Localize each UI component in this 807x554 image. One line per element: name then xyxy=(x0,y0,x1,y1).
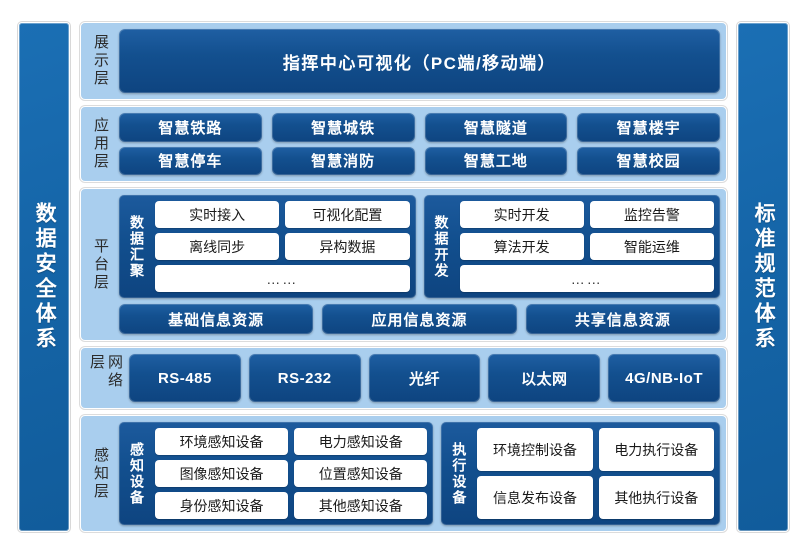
group-title-sensing-devices-text: 感知设备 xyxy=(129,441,146,506)
perception-groups: 感知设备 环境感知设备 电力感知设备 图像感知设备 位置感知设备 xyxy=(119,422,720,525)
network-item-rs485[interactable]: RS-485 xyxy=(129,354,241,402)
right-pillar-label: 标准规范体系 xyxy=(752,202,776,352)
layer-body-application: 智慧铁路 智慧城铁 智慧隧道 智慧楼宇 智慧停车 智慧消防 智慧工地 智慧校园 xyxy=(119,113,720,175)
layer-label-platform: 平台层 xyxy=(87,195,113,334)
item-aggregation-more[interactable]: …… xyxy=(155,265,410,292)
item-position-sensing-device[interactable]: 位置感知设备 xyxy=(294,460,428,487)
layer-body-network: RS-485 RS-232 光纤 以太网 4G/NB-IoT xyxy=(129,354,720,402)
item-power-sensing-device[interactable]: 电力感知设备 xyxy=(294,428,428,455)
group-title-actuating-devices-text: 执行设备 xyxy=(451,441,468,506)
group-title-data-development: 数据开发 xyxy=(430,201,454,292)
item-heterogeneous-data[interactable]: 异构数据 xyxy=(285,233,410,260)
group-title-data-development-text: 数据开发 xyxy=(433,214,450,279)
network-items-row: RS-485 RS-232 光纤 以太网 4G/NB-IoT xyxy=(129,354,720,402)
layer-label-presentation-text: 展示层 xyxy=(92,34,109,88)
group-items-sensing-devices: 环境感知设备 电力感知设备 图像感知设备 位置感知设备 身份感知设备 其他感知设… xyxy=(155,428,428,519)
left-pillar-label: 数据安全体系 xyxy=(33,202,57,352)
network-item-4g-nbiot[interactable]: 4G/NB-IoT xyxy=(608,354,720,402)
layer-label-perception-text: 感知层 xyxy=(92,446,109,501)
item-image-sensing-device[interactable]: 图像感知设备 xyxy=(155,460,289,487)
item-development-more[interactable]: …… xyxy=(459,265,714,292)
group-title-sensing-devices: 感知设备 xyxy=(125,428,149,519)
platform-groups: 数据汇聚 实时接入 可视化配置 离线同步 异构数据 xyxy=(119,195,720,298)
app-item-smart-urban-rail[interactable]: 智慧城铁 xyxy=(271,113,415,142)
item-other-sensing-device[interactable]: 其他感知设备 xyxy=(294,492,428,519)
item-intelligent-operations[interactable]: 智能运维 xyxy=(589,233,714,260)
app-item-smart-firefighting[interactable]: 智慧消防 xyxy=(271,146,415,175)
layer-perception: 感知层 感知设备 环境感知设备 电力感知设备 xyxy=(79,414,728,533)
group-items-actuating-devices: 环境控制设备 电力执行设备 信息发布设备 其他执行设备 xyxy=(477,428,714,519)
left-pillar-data-security: 数据安全体系 xyxy=(17,21,71,533)
item-row: …… xyxy=(155,265,410,292)
network-item-rs232[interactable]: RS-232 xyxy=(248,354,361,402)
layer-label-application-text: 应用层 xyxy=(92,117,109,171)
item-row: 信息发布设备 其他执行设备 xyxy=(477,476,714,519)
item-row: …… xyxy=(459,265,714,292)
group-data-aggregation: 数据汇聚 实时接入 可视化配置 离线同步 异构数据 xyxy=(119,195,416,298)
group-items-data-development: 实时开发 监控告警 算法开发 智能运维 …… xyxy=(459,201,714,292)
group-sensing-devices: 感知设备 环境感知设备 电力感知设备 图像感知设备 位置感知设备 xyxy=(119,422,434,525)
layer-body-presentation: 指挥中心可视化（PC端/移动端） xyxy=(119,29,720,93)
app-item-smart-building[interactable]: 智慧楼宇 xyxy=(577,113,720,142)
group-actuating-devices: 执行设备 环境控制设备 电力执行设备 信息发布设备 其他执行设备 xyxy=(441,422,720,525)
layer-label-platform-text: 平台层 xyxy=(92,237,109,292)
item-monitoring-alerting[interactable]: 监控告警 xyxy=(589,201,714,228)
resource-application-information[interactable]: 应用信息资源 xyxy=(322,304,517,334)
item-other-actuating-device[interactable]: 其他执行设备 xyxy=(598,476,714,519)
item-environment-sensing-device[interactable]: 环境感知设备 xyxy=(155,428,289,455)
item-realtime-development[interactable]: 实时开发 xyxy=(459,201,584,228)
network-item-ethernet[interactable]: 以太网 xyxy=(488,354,601,402)
item-row: 实时接入 可视化配置 xyxy=(155,201,410,228)
item-realtime-ingest[interactable]: 实时接入 xyxy=(155,201,280,228)
item-row: 环境感知设备 电力感知设备 xyxy=(155,428,428,455)
resource-basic-information[interactable]: 基础信息资源 xyxy=(119,304,314,334)
item-row: 离线同步 异构数据 xyxy=(155,233,410,260)
item-row: 环境控制设备 电力执行设备 xyxy=(477,428,714,471)
item-offline-sync[interactable]: 离线同步 xyxy=(155,233,280,260)
layer-platform: 平台层 数据汇聚 实时接入 可视化配置 xyxy=(79,187,728,342)
item-identity-sensing-device[interactable]: 身份感知设备 xyxy=(155,492,289,519)
group-data-development: 数据开发 实时开发 监控告警 算法开发 智能运维 xyxy=(423,195,720,298)
resource-shared-information[interactable]: 共享信息资源 xyxy=(525,304,720,334)
app-item-smart-construction[interactable]: 智慧工地 xyxy=(424,146,568,175)
network-item-fiber[interactable]: 光纤 xyxy=(368,354,481,402)
layer-label-application: 应用层 xyxy=(87,113,113,175)
right-pillar-standards-system: 标准规范体系 xyxy=(736,21,790,533)
group-title-data-aggregation-text: 数据汇聚 xyxy=(129,214,146,279)
item-row: 实时开发 监控告警 xyxy=(459,201,714,228)
application-items-grid: 智慧铁路 智慧城铁 智慧隧道 智慧楼宇 智慧停车 智慧消防 智慧工地 智慧校园 xyxy=(119,113,720,175)
layer-body-perception: 感知设备 环境感知设备 电力感知设备 图像感知设备 位置感知设备 xyxy=(119,422,720,525)
app-item-smart-campus[interactable]: 智慧校园 xyxy=(577,146,720,175)
item-row: 身份感知设备 其他感知设备 xyxy=(155,492,428,519)
group-title-actuating-devices: 执行设备 xyxy=(447,428,471,519)
command-center-visualization-banner[interactable]: 指挥中心可视化（PC端/移动端） xyxy=(119,29,720,93)
layer-label-presentation: 展示层 xyxy=(87,29,113,93)
app-item-smart-parking[interactable]: 智慧停车 xyxy=(119,146,262,175)
item-environment-control-device[interactable]: 环境控制设备 xyxy=(477,428,593,471)
item-information-release-device[interactable]: 信息发布设备 xyxy=(477,476,593,519)
item-algorithm-development[interactable]: 算法开发 xyxy=(459,233,584,260)
layer-body-platform: 数据汇聚 实时接入 可视化配置 离线同步 异构数据 xyxy=(119,195,720,334)
layer-application: 应用层 智慧铁路 智慧城铁 智慧隧道 智慧楼宇 智慧停车 智慧消防 智慧工地 智… xyxy=(79,105,728,183)
layer-label-perception: 感知层 xyxy=(87,422,113,525)
item-row: 算法开发 智能运维 xyxy=(459,233,714,260)
group-title-data-aggregation: 数据汇聚 xyxy=(125,201,149,292)
layer-label-network: 网络层 xyxy=(87,354,123,402)
app-item-smart-tunnel[interactable]: 智慧隧道 xyxy=(424,113,568,142)
platform-resource-bars: 基础信息资源 应用信息资源 共享信息资源 xyxy=(119,304,720,334)
layer-network: 网络层 RS-485 RS-232 光纤 以太网 4G/NB-IoT xyxy=(79,346,728,410)
item-visual-configuration[interactable]: 可视化配置 xyxy=(285,201,410,228)
app-item-smart-railway[interactable]: 智慧铁路 xyxy=(119,113,262,142)
group-items-data-aggregation: 实时接入 可视化配置 离线同步 异构数据 …… xyxy=(155,201,410,292)
layer-stack: 展示层 指挥中心可视化（PC端/移动端） 应用层 智慧铁路 智慧城铁 智慧隧道 … xyxy=(79,21,728,533)
layer-label-network-text: 网络层 xyxy=(88,354,123,390)
layer-presentation: 展示层 指挥中心可视化（PC端/移动端） xyxy=(79,21,728,101)
item-power-actuating-device[interactable]: 电力执行设备 xyxy=(598,428,714,471)
item-row: 图像感知设备 位置感知设备 xyxy=(155,460,428,487)
